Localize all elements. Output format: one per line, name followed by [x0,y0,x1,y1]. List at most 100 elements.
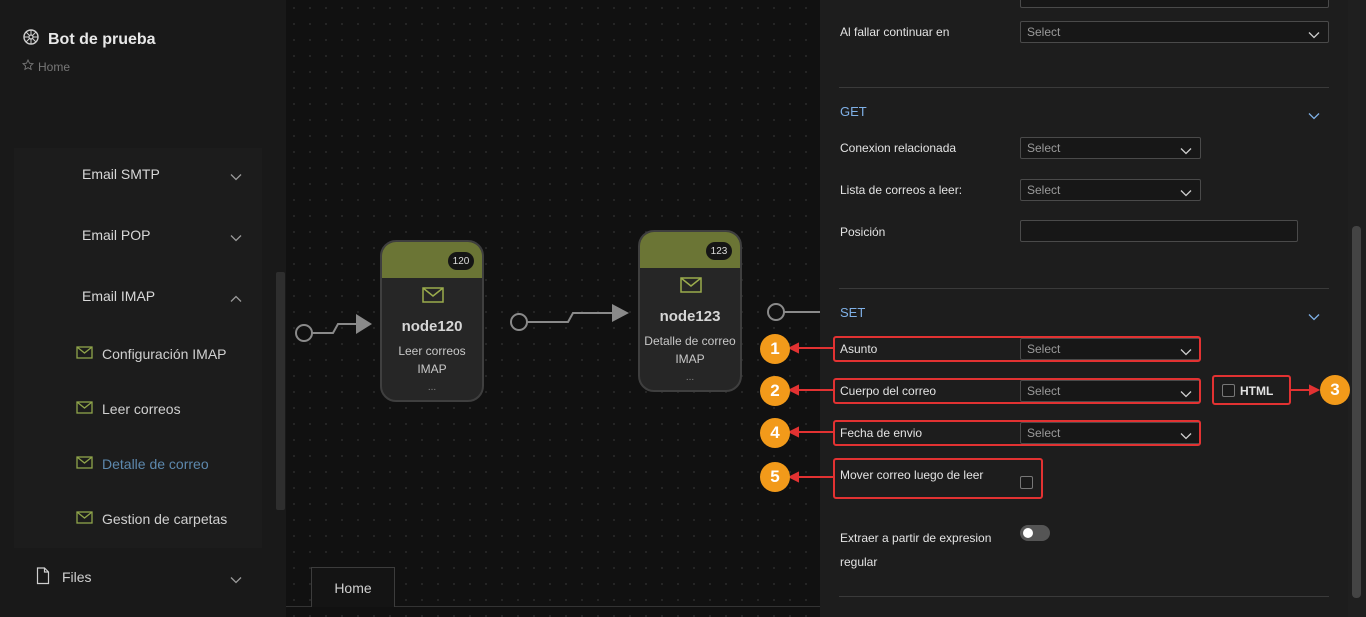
tab-bar-border [286,606,820,607]
mail-icon [76,346,93,362]
chevron-down-icon [1180,144,1192,158]
callout-3: 3 [1320,375,1350,405]
chevron-down-icon [230,571,242,587]
scrollbar-thumb[interactable] [1352,226,1361,598]
select-top-clipped[interactable] [1020,0,1329,8]
lista-correos-select[interactable]: Select [1020,179,1201,201]
select-value: Select [1027,342,1061,356]
sidebar-item-email-imap[interactable]: Email IMAP [14,276,262,316]
highlight-fecha [833,420,1201,446]
sidebar-subitem-gestion-de-carpetas[interactable]: Gestion de carpetas [76,504,227,534]
extraer-label-line: regular [840,555,878,569]
sidebar: Bot de prueba Home Email SMTP Email POP … [0,0,286,617]
node-ellipsis: ... [427,382,437,393]
node-description: Detalle de correo IMAP [640,332,740,368]
html-checkbox[interactable] [1222,384,1235,397]
toggle-knob [1023,528,1033,538]
flow-node-120[interactable]: 120 node120 Leer correos IMAP ... [380,240,484,402]
app-title: Bot de prueba [48,30,156,48]
chevron-down-icon [230,168,242,184]
highlight-cuerpo [833,378,1201,404]
node-description-line: Detalle de correo [644,334,736,348]
on-fail-label: Al fallar continuar en [840,25,950,39]
posicion-label: Posición [840,225,886,239]
node-title: node120 [401,318,463,335]
conexion-select[interactable]: Select [1020,137,1201,159]
cuerpo-label: Cuerpo del correo [840,384,937,398]
select-value: Select [1027,141,1061,155]
highlight-asunto [833,336,1201,362]
fecha-select[interactable]: Select [1020,422,1201,444]
sidebar-item-email-pop[interactable]: Email POP [14,215,262,255]
callout-5: 5 [760,462,790,492]
html-label: HTML [1240,384,1274,398]
tab-home[interactable]: Home [311,567,395,607]
conexion-label: Conexion relacionada [840,141,957,155]
bot-wheel-icon [22,28,40,51]
mail-icon [76,511,93,527]
extraer-regex-toggle[interactable] [1020,525,1050,541]
chevron-down-icon[interactable] [1308,107,1320,125]
app-brand[interactable]: Bot de prueba [22,28,156,51]
sidebar-subitem-label: Leer correos [102,401,181,417]
sidebar-item-label: Email IMAP [82,288,156,304]
mail-icon [76,401,93,417]
sidebar-subitem-label: Configuración IMAP [102,346,227,362]
select-value: Select [1027,426,1061,440]
panel-scrollbar[interactable] [1348,0,1366,617]
sidebar-item-label: Email POP [82,227,151,243]
sidebar-scrollbar[interactable] [276,272,285,510]
fecha-label: Fecha de envio [840,426,923,440]
chevron-down-icon[interactable] [1308,308,1320,326]
sidebar-item-label: Files [62,569,92,585]
posicion-input[interactable] [1020,220,1298,242]
sidebar-subitem-configuracion-imap[interactable]: Configuración IMAP [76,339,227,369]
set-section-title[interactable]: SET [840,305,866,320]
sidebar-subitem-label: Detalle de correo [102,456,209,472]
chevron-down-icon [1180,429,1192,443]
connector-lines [295,303,820,342]
callout-1: 1 [760,334,790,364]
select-value: Select [1027,25,1061,39]
mail-icon [422,287,444,308]
node-description-line: Leer correos [398,344,466,358]
breadcrumb[interactable]: Home [21,58,70,74]
star-icon [21,58,35,74]
chevron-down-icon [1180,345,1192,359]
node-description-line: IMAP [675,352,705,366]
sidebar-subitem-label: Gestion de carpetas [102,511,228,527]
sidebar-item-label: Email SMTP [82,166,160,182]
divider [839,87,1329,88]
sidebar-menu: Email SMTP Email POP Email IMAP Configur… [14,148,262,548]
sidebar-item-files[interactable]: Files [36,565,250,589]
callout-4: 4 [760,418,790,448]
node-ellipsis: ... [685,372,695,383]
callout-2: 2 [760,376,790,406]
extraer-label: Extraer a partir de expresion regular [840,526,991,574]
mail-icon [680,277,702,298]
node-title: node123 [659,308,721,325]
mail-icon [76,456,93,472]
flow-node-123[interactable]: 123 node123 Detalle de correo IMAP ... [638,230,742,392]
sidebar-subitem-leer-correos[interactable]: Leer correos [76,394,181,424]
highlight-mover [833,458,1043,499]
mover-correo-label: Mover correo luego de leer [840,468,984,482]
on-fail-select[interactable]: Select [1020,21,1329,43]
chevron-down-icon [1308,28,1320,42]
node-id-badge: 123 [706,242,732,260]
sidebar-subitem-detalle-de-correo[interactable]: Detalle de correo [76,449,209,479]
flow-canvas[interactable]: 120 node120 Leer correos IMAP ... 123 no… [286,0,820,617]
chevron-down-icon [1180,186,1192,200]
asunto-label: Asunto [840,342,878,356]
mover-correo-checkbox[interactable] [1020,476,1033,489]
divider [839,596,1329,597]
lista-correos-label: Lista de correos a leer: [840,183,963,197]
file-icon [36,566,50,588]
sidebar-item-email-smtp[interactable]: Email SMTP [14,154,262,194]
get-section-title[interactable]: GET [840,104,867,119]
properties-panel: Al fallar continuar en Select GET Conexi… [820,0,1348,617]
chevron-up-icon [230,290,242,306]
select-value: Select [1027,183,1061,197]
